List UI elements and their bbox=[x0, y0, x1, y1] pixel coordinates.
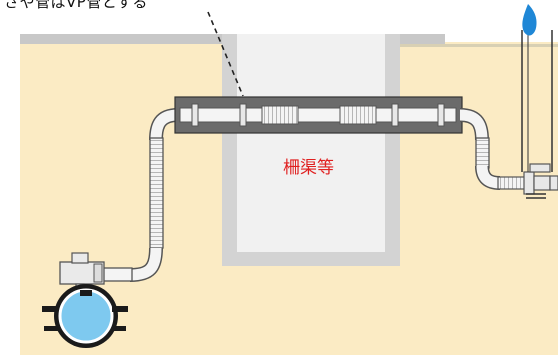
water-meter-valve-icon bbox=[521, 30, 558, 199]
sleeve-pipe-vp bbox=[174, 96, 463, 134]
channel-structure bbox=[222, 34, 400, 266]
ground-line bbox=[398, 44, 558, 47]
left-flexible-pipe bbox=[101, 108, 179, 282]
right-flexible-pipe bbox=[459, 108, 527, 190]
channel-label: 柵渠等 bbox=[283, 158, 334, 178]
channel-inner bbox=[237, 34, 385, 252]
sleeve-note-label: さや管はVP管とする bbox=[4, 0, 148, 11]
blue-float-marker-icon bbox=[522, 4, 537, 36]
water-main-pipe-icon bbox=[42, 252, 128, 348]
dashed-leader-line bbox=[207, 11, 244, 97]
